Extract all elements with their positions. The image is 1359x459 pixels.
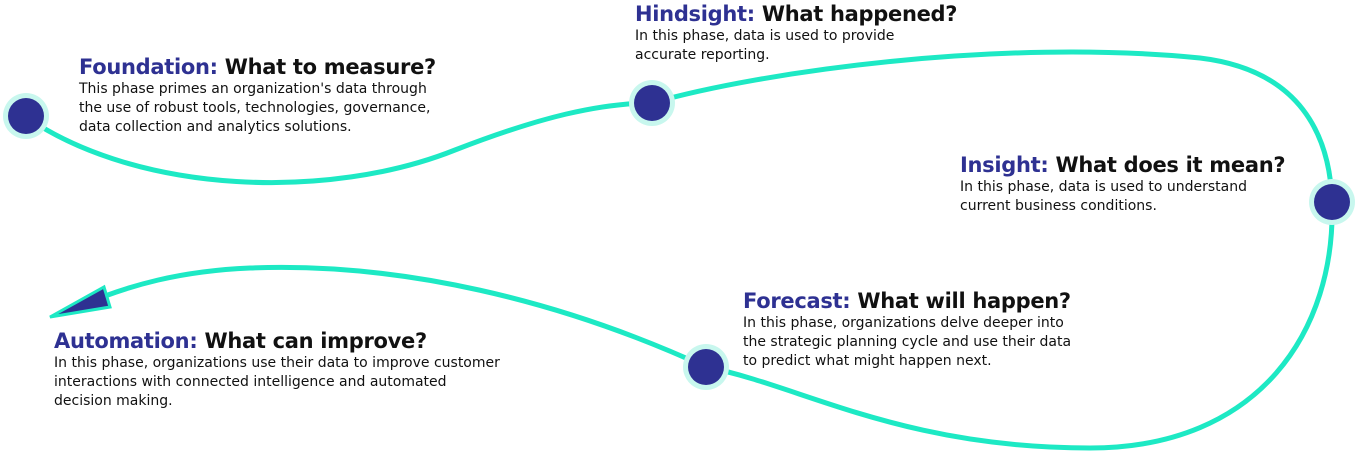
- phase-question: What happened?: [761, 2, 958, 26]
- phase-forecast: Forecast: What will happen? In this phas…: [743, 288, 1071, 371]
- phase-question: What will happen?: [857, 289, 1071, 313]
- phase-heading: Forecast: What will happen?: [743, 288, 1071, 314]
- phase-description: This phase primes an organization's data…: [79, 81, 431, 135]
- phase-description: In this phase, organizations use their d…: [54, 355, 500, 409]
- phase-node-foundation: [3, 93, 49, 139]
- phase-heading: Insight: What does it mean?: [960, 152, 1286, 178]
- phase-name: Hindsight:: [635, 2, 755, 26]
- phase-name: Foundation:: [79, 55, 218, 79]
- phase-node-insight: [1309, 179, 1355, 225]
- phase-heading: Hindsight: What happened?: [635, 1, 957, 27]
- phase-node-hindsight: [629, 80, 675, 126]
- phase-foundation: Foundation: What to measure? This phase …: [79, 54, 436, 137]
- arrowhead-icon: [49, 284, 112, 319]
- phase-name: Forecast:: [743, 289, 851, 313]
- phase-question: What does it mean?: [1055, 153, 1286, 177]
- phase-automation: Automation: What can improve? In this ph…: [54, 328, 500, 411]
- phase-description: In this phase, organizations delve deepe…: [743, 315, 1072, 369]
- phase-hindsight: Hindsight: What happened? In this phase,…: [635, 1, 957, 65]
- phase-heading: Foundation: What to measure?: [79, 54, 436, 80]
- phase-description: In this phase, data is used to understan…: [960, 179, 1247, 214]
- phase-question: What can improve?: [204, 329, 427, 353]
- phase-name: Automation:: [54, 329, 198, 353]
- phase-insight: Insight: What does it mean? In this phas…: [960, 152, 1286, 216]
- phase-heading: Automation: What can improve?: [54, 328, 500, 354]
- phase-question: What to measure?: [224, 55, 436, 79]
- phase-node-forecast: [683, 344, 729, 390]
- phase-description: In this phase, data is used to provide a…: [635, 28, 895, 63]
- phase-name: Insight:: [960, 153, 1049, 177]
